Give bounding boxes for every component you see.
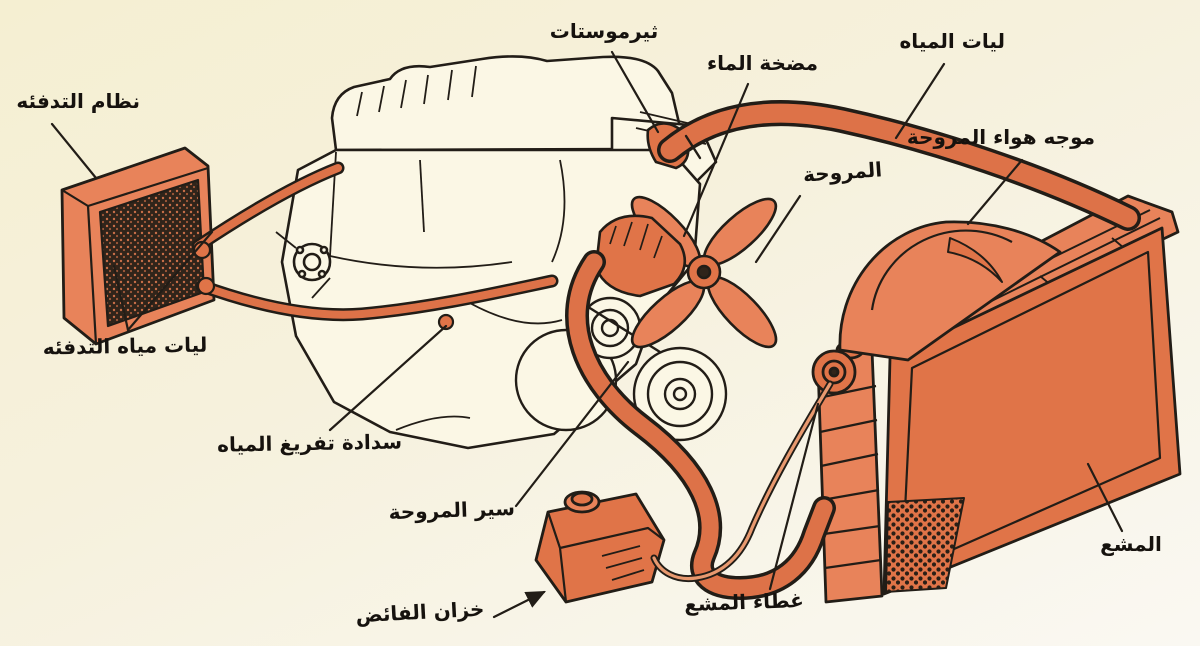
label-radiator-cap: غطاء المشع — [683, 587, 805, 617]
label-water-hoses: ليات المياه — [899, 29, 1006, 53]
heater-core-illustration — [60, 146, 216, 346]
label-thermostat: ثيرموستات — [549, 19, 659, 43]
overflow-tube-illustration — [650, 380, 834, 583]
overflow-tank-illustration — [534, 490, 666, 604]
upper-radiator-hose-illustration — [657, 100, 1141, 231]
label-fan-air-shroud: موجه هواء المروحة — [906, 125, 1095, 149]
heater-hoses-illustration — [191, 161, 559, 322]
leader-lines — [50, 50, 1124, 619]
label-water-drain-plug: سدادة تفريغ المياه — [216, 429, 403, 457]
label-heating-system: نظام التدفئه — [16, 89, 140, 113]
water-pump-illustration — [594, 214, 687, 298]
label-radiator: المشع — [1100, 532, 1162, 556]
label-heating-water-hoses: ليات مياه التدفئه — [42, 332, 208, 360]
fan-shroud-illustration — [838, 220, 1062, 362]
lower-radiator-hose-illustration — [565, 250, 836, 601]
label-water-pump: مضخة الماء — [706, 51, 819, 75]
label-fan-belt: سير المروحة — [388, 495, 516, 525]
drain-plug-illustration — [437, 313, 455, 331]
label-fan: المروحة — [802, 157, 883, 187]
